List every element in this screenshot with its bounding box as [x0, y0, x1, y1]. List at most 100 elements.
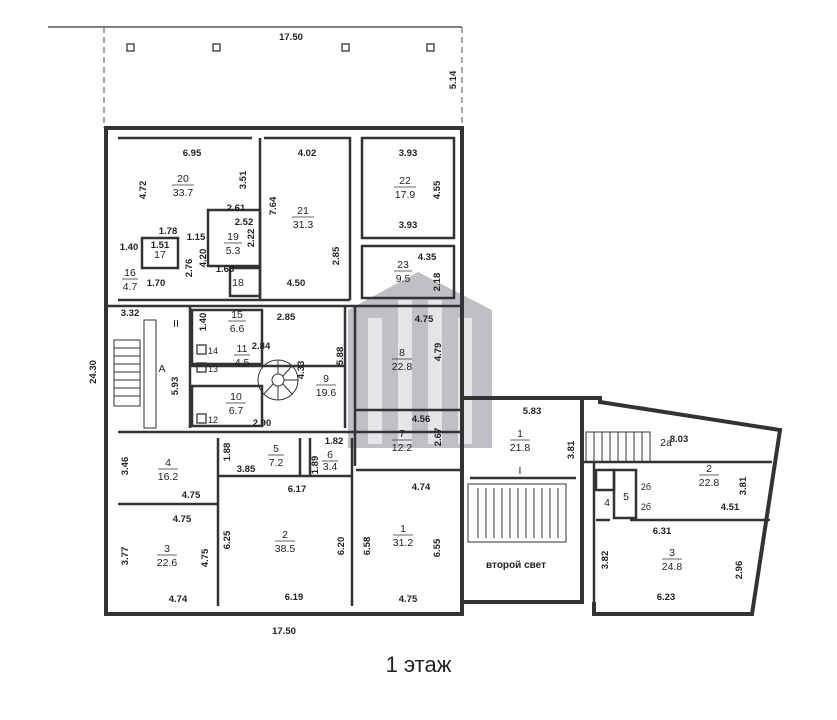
dimension-label: 3.77 [120, 547, 131, 566]
dimension-label: 4.20 [198, 249, 209, 268]
dimension-label: 6.20 [336, 537, 347, 556]
dimension-label: 3.85 [237, 464, 256, 475]
dimension-label: 3.93 [399, 148, 418, 159]
room-area: 7.2 [269, 457, 284, 469]
room-number: 7 [399, 428, 405, 440]
room-number: 2 [282, 529, 288, 541]
dimension-label: 2.90 [253, 418, 272, 429]
dimension-label: 6.55 [432, 538, 443, 557]
code-label: A [158, 363, 165, 375]
dim-bottom: 17.50 [272, 626, 296, 637]
room-number: 8 [399, 347, 405, 359]
dimension-label: 4.35 [418, 252, 437, 263]
room-number: 23 [397, 259, 409, 271]
room-area: 22.6 [157, 557, 178, 569]
dimension-label: 4.75 [415, 314, 434, 325]
staircase-right [585, 431, 651, 463]
dimension-label: 3.46 [120, 457, 131, 476]
dimension-label: 3.93 [399, 220, 418, 231]
code-label: 13 [208, 364, 218, 374]
interior-walls [106, 136, 772, 606]
room-area: 3.4 [323, 461, 338, 473]
room-number: 9 [323, 373, 329, 385]
room-number: 16 [124, 267, 136, 279]
dimension-label: 2.85 [277, 312, 296, 323]
dimension-label: 5.93 [170, 377, 181, 396]
staircase-left [113, 319, 157, 429]
room-codes: 14 13 12 A II I 2a 4 5 2б 2б [158, 318, 672, 512]
room-area: 6.7 [229, 405, 244, 417]
room-number: 5 [273, 443, 279, 455]
room-number: 20 [177, 173, 189, 185]
dimension-label: 6.17 [288, 484, 307, 495]
room-area: 4.5 [235, 357, 250, 369]
code-label: 2б [641, 502, 651, 512]
void-label: второй свет [486, 560, 546, 571]
dim-left: 24.30 [88, 360, 99, 384]
dim-terrace: 5.14 [448, 70, 459, 89]
dimension-label: 5.88 [335, 347, 346, 366]
dimension-label: 1.51 [151, 240, 170, 251]
room-labels: 20 33.7 21 31.3 22 17.9 19 5.3 17 16 4.7… [122, 173, 719, 573]
dimension-label: 6.23 [657, 592, 676, 603]
dim-top: 17.50 [279, 32, 303, 43]
code-label: 14 [208, 346, 218, 356]
dimension-label: 2.84 [252, 341, 271, 352]
staircase-main [467, 483, 567, 543]
room-area: 12.2 [392, 442, 413, 454]
dimension-label: 4.75 [200, 548, 211, 567]
dimension-label: 4.75 [182, 490, 201, 501]
double-height-void: второй свет [486, 560, 546, 571]
code-label: 2a [660, 437, 672, 449]
floor-caption: 1 этаж [385, 652, 452, 677]
room-number: 11 [237, 343, 248, 355]
dimension-label: 2.22 [246, 229, 257, 248]
room-area: 21.8 [510, 442, 531, 454]
dimension-label: 1.78 [159, 226, 178, 237]
dimension-label: 6.19 [285, 592, 304, 603]
dimension-label: 8.03 [670, 434, 689, 445]
code-label: 4 [604, 497, 610, 509]
code-label: II [173, 318, 179, 330]
dimension-label: 4.55 [432, 180, 443, 199]
room-area: 5.3 [226, 245, 241, 257]
room-area: 19.6 [316, 387, 337, 399]
room-area: 31.3 [293, 219, 314, 231]
room-area: 16.2 [158, 471, 179, 483]
room-area: 22.8 [699, 477, 720, 489]
room-number: 2 [706, 463, 712, 475]
dimension-label: 3.51 [238, 170, 249, 189]
dimension-label: 4.33 [296, 361, 307, 380]
dimension-label: 2.18 [432, 273, 443, 292]
dimension-label: 6.31 [653, 526, 672, 537]
code-label: 5 [623, 491, 629, 503]
dimension-label: 4.79 [433, 343, 444, 362]
code-label: I [519, 465, 522, 477]
dimension-label: 6.25 [222, 530, 233, 549]
dimension-label: 3.32 [121, 308, 140, 319]
dimension-label: 1.40 [120, 242, 139, 253]
dimension-label: 5.83 [523, 406, 542, 417]
room-area: 24.8 [662, 561, 683, 573]
terrace-outline [48, 26, 463, 128]
dimension-label: 1.89 [310, 456, 321, 475]
dimension-label: 3.81 [566, 440, 577, 459]
room-number: 3 [164, 543, 170, 555]
room-area: 31.2 [393, 537, 414, 549]
dimension-label: 2.96 [734, 561, 745, 580]
room-area: 6.6 [230, 323, 245, 335]
room-area: 17.9 [395, 189, 416, 201]
dimension-label: 3.82 [600, 551, 611, 570]
overall-dimensions: 17.50 17.50 24.30 5.14 [88, 32, 459, 637]
dimension-label: 4.51 [721, 502, 740, 513]
spiral-stair [257, 359, 299, 401]
dimension-label: 1.82 [325, 436, 344, 447]
dimension-label: 1.63 [216, 264, 235, 275]
dimension-label: 2.67 [433, 428, 444, 447]
room-area: 4.7 [123, 281, 138, 293]
dimension-label: 4.74 [169, 594, 188, 605]
room-area: 22.8 [392, 361, 413, 373]
room-number: 15 [231, 309, 243, 321]
room-number: 1 [400, 523, 406, 535]
dimension-label: 2.85 [331, 246, 342, 265]
